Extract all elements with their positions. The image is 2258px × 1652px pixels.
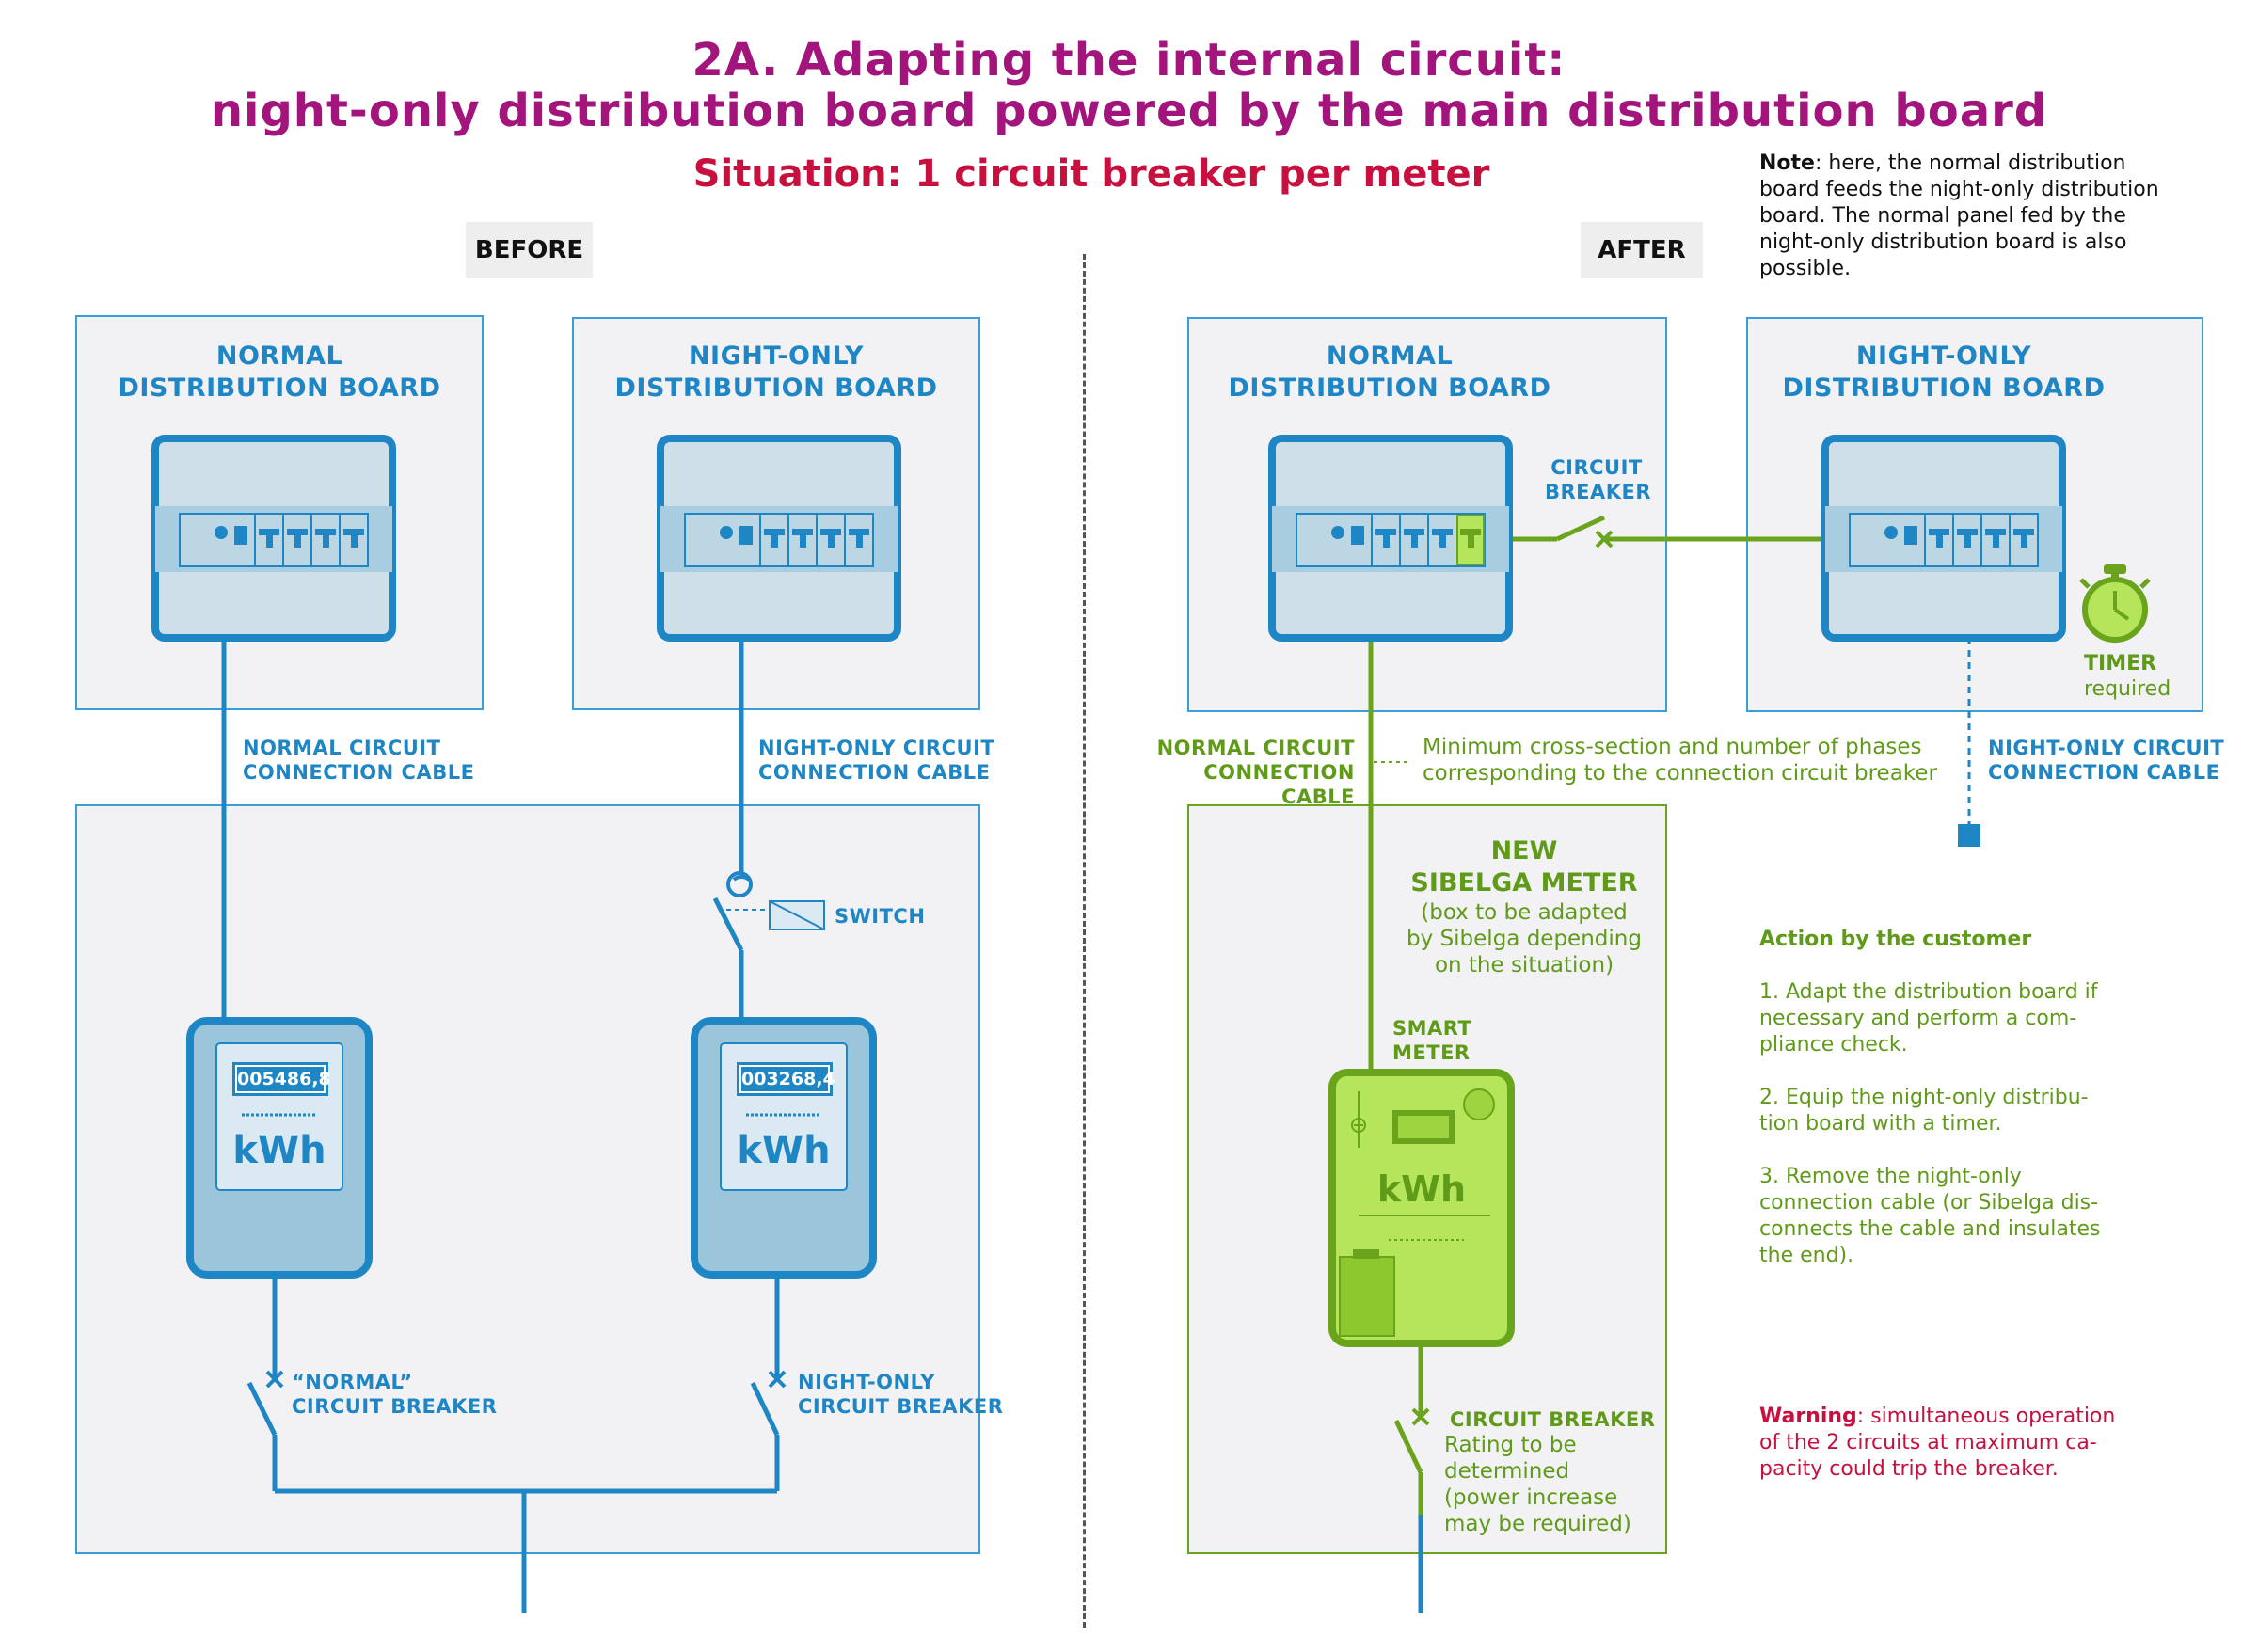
warning-text: Warning: simultaneous operation of the 2… — [1759, 1405, 2116, 1481]
meter2-reading: 003268,4 — [739, 1065, 835, 1093]
smart-meter-kwh: kWh — [1376, 1168, 1467, 1210]
note-l4: night-only distribution board is also — [1759, 230, 2127, 254]
switch-label: SWITCH — [835, 905, 926, 928]
smart-meter-graphic — [1328, 1069, 1515, 1347]
center-divider — [1083, 254, 1086, 1628]
after-normal-board-panel — [1187, 317, 1667, 712]
note-l1: : here, the normal distribution — [1814, 151, 2126, 175]
meter2-kwh: kWh — [737, 1129, 831, 1172]
title-line-2: night-only distribution board powered by… — [210, 85, 2048, 137]
meter1-reading: 005486,8 — [235, 1065, 331, 1093]
after-tag: AFTER — [1581, 222, 1703, 278]
note-l2: board feeds the night-only distribution — [1759, 178, 2159, 201]
note-l5: possible. — [1759, 257, 1852, 280]
before-normal-breaker-label: “NORMAL”CIRCUIT BREAKER — [292, 1371, 498, 1418]
after-breaker-label: CIRCUIT BREAKER Rating to be determined … — [1444, 1408, 1656, 1536]
meter1-kwh: kWh — [232, 1129, 326, 1172]
timer-icon — [2079, 564, 2151, 643]
before-tag: BEFORE — [466, 222, 593, 278]
new-sibelga-meter-label: NEW SIBELGA METER (box to be adapted by … — [1407, 836, 1642, 977]
note-bold: Note — [1759, 151, 1815, 175]
title-line-1: 2A. Adapting the internal circuit: — [692, 34, 1566, 87]
note-text: Note: here, the normal distribution boar… — [1759, 151, 2249, 282]
warning-bold: Warning — [1759, 1405, 1857, 1428]
customer-actions: Action by the customer 1. Adapt the dist… — [1759, 927, 2230, 1269]
situation-subtitle: Situation: 1 circuit breaker per meter — [692, 152, 1490, 196]
note-l3: board. The normal panel fed by the — [1759, 204, 2126, 228]
actions-title: Action by the customer — [1759, 928, 2032, 951]
cross-section-note: Minimum cross-section and number of phas… — [1423, 735, 1937, 786]
